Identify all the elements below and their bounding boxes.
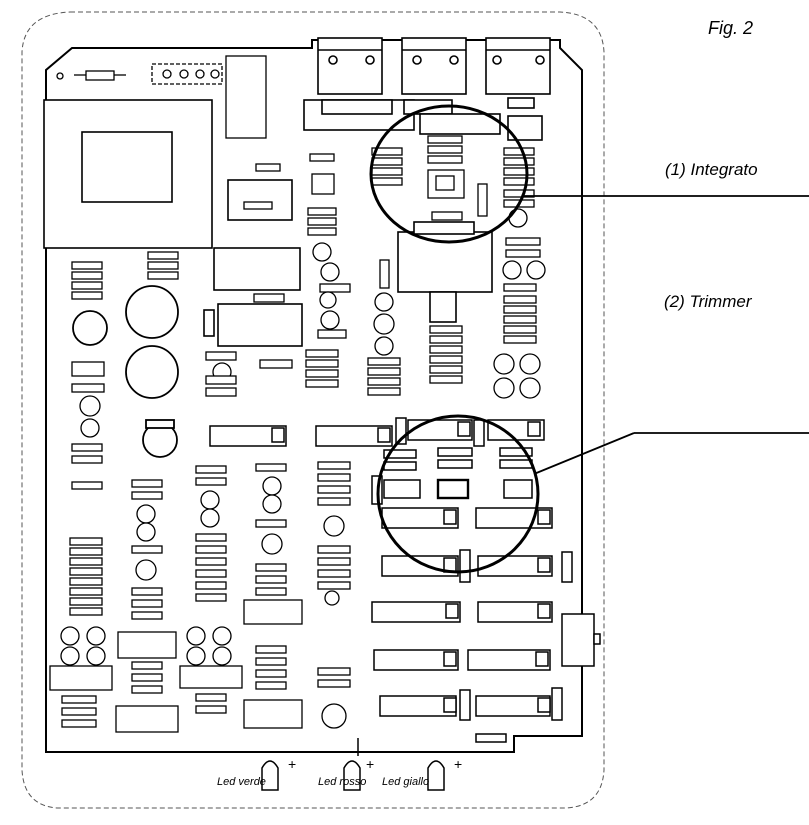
- transformer: [43, 99, 213, 249]
- relay-blocks: [203, 97, 543, 347]
- led-giallo-symbol: [427, 760, 445, 791]
- leader-lines: [524, 195, 809, 475]
- led-giallo-label: Led giallo: [382, 776, 430, 788]
- figure-label: Fig. 2: [708, 18, 754, 38]
- trimmer-circle: [376, 414, 540, 574]
- top-connectors: [317, 37, 551, 95]
- integrato-callout-label: (1) Integrato: [665, 160, 758, 179]
- integrato-circle: [369, 104, 529, 244]
- trimmer-callout-label: (2) Trimmer: [664, 292, 752, 311]
- led-giallo-plus: +: [454, 756, 463, 772]
- enclosure-outline: [21, 11, 605, 809]
- large-capacitors: [72, 285, 179, 458]
- led-rosso-plus: +: [366, 756, 375, 772]
- led-rosso-label: Led rosso: [318, 776, 367, 788]
- led-symbols: [261, 738, 445, 791]
- resistor-stacks: [49, 135, 546, 733]
- led-rosso-symbol: [343, 760, 361, 791]
- pcb-board: [45, 39, 583, 753]
- led-verde-symbol: [261, 760, 279, 791]
- top-left-parts: [56, 55, 267, 139]
- led-verde-plus: +: [288, 756, 297, 772]
- led-verde-label: Led verde: [217, 776, 266, 788]
- terminal-blocks: [209, 417, 601, 743]
- callout-markers: [369, 104, 540, 574]
